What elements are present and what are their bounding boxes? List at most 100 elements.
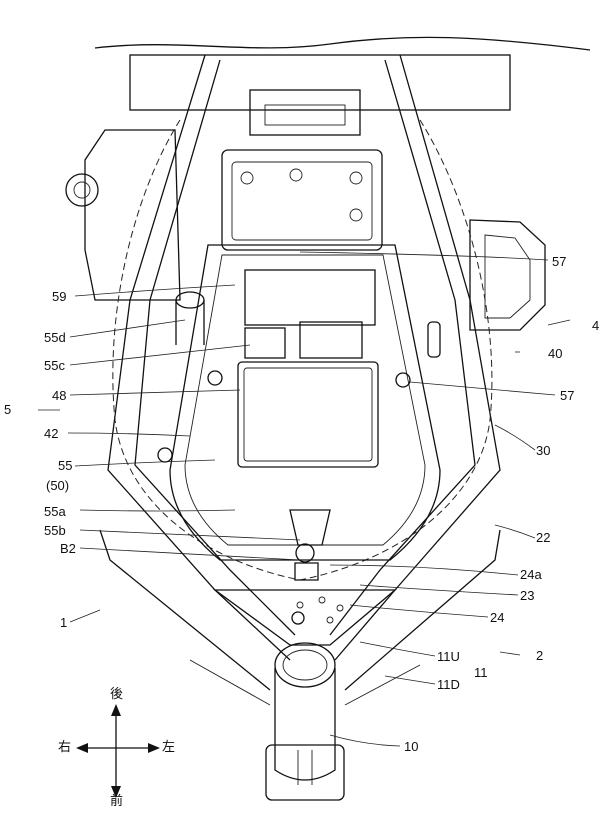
- leader: [69, 389, 241, 396]
- frame-rail-right-inner: [329, 59, 476, 636]
- leader: [409, 381, 556, 396]
- label-11U: 11U: [437, 649, 460, 664]
- leader: [79, 509, 236, 512]
- hole: [336, 604, 344, 612]
- leader: [499, 651, 521, 656]
- head-pipe-top-inner: [282, 649, 328, 681]
- right-engine-cover: [469, 219, 546, 331]
- arrow-left-icon: [76, 743, 88, 753]
- leader: [69, 344, 251, 366]
- lower-frame-left: [99, 529, 271, 691]
- box-48: [237, 361, 379, 468]
- component-55c-a: [244, 327, 286, 359]
- leader: [329, 734, 401, 747]
- break-line: [94, 36, 591, 51]
- left-engine-cover: [84, 129, 181, 301]
- lower-frame-right: [344, 529, 501, 691]
- hole-large: [291, 611, 305, 625]
- compass-right-label: 右: [58, 740, 72, 755]
- label-42: 42: [44, 426, 59, 441]
- left-cover-boss: [65, 173, 99, 207]
- tray-55-inner: [184, 254, 426, 546]
- leader: [69, 609, 101, 623]
- rear-cross-member: [129, 54, 511, 111]
- label-11D: 11D: [437, 677, 460, 692]
- label-55c: 55c: [44, 358, 65, 373]
- leader: [359, 584, 519, 596]
- label-30: 30: [536, 443, 551, 458]
- frame-rail-left-inner: [134, 59, 296, 636]
- label-55d: 55d: [44, 330, 66, 345]
- leader: [79, 547, 301, 561]
- frame-rail-left: [107, 54, 291, 661]
- bolt: [349, 208, 363, 222]
- leader: [74, 284, 236, 297]
- head-pipe-top: [274, 642, 336, 688]
- cylinder-55d-body: [175, 300, 205, 345]
- cylinder-head-inner: [231, 161, 373, 241]
- leader: [359, 641, 436, 657]
- label-11: 11: [474, 665, 488, 680]
- center-bracket: [289, 509, 331, 546]
- lower-frame-11D: [189, 659, 421, 706]
- label-40: 40: [548, 346, 563, 361]
- compass-rear-label: 後: [110, 687, 124, 702]
- head-pipe-bracket: [265, 744, 345, 801]
- leader: [384, 675, 436, 685]
- compass-left-label: 左: [162, 740, 176, 755]
- leader: [349, 604, 489, 618]
- leader: [494, 424, 536, 451]
- right-cover-detail: [484, 234, 531, 319]
- label-50: (50): [46, 478, 70, 493]
- bolt-57: [395, 372, 411, 388]
- leader: [74, 459, 216, 467]
- arrow-down-icon: [111, 786, 121, 798]
- label-5: 5: [4, 402, 12, 417]
- hole: [318, 596, 326, 604]
- label-24: 24: [490, 610, 505, 625]
- label-22: 22: [536, 530, 551, 545]
- label-B2: B2: [60, 541, 76, 556]
- label-57-bottom: 57: [560, 388, 575, 403]
- upper-bracket: [249, 89, 361, 136]
- label-55: 55: [58, 458, 73, 473]
- box-59: [244, 269, 376, 326]
- leader: [547, 319, 571, 326]
- head-pipe-slot: [297, 750, 313, 785]
- leader: [67, 432, 191, 437]
- label-48: 48: [52, 388, 67, 403]
- center-bracket-base: [294, 562, 319, 581]
- left-cover-boss-inner: [73, 181, 91, 199]
- small-tube: [427, 321, 441, 358]
- leader: [69, 319, 186, 338]
- label-4: 4: [592, 318, 600, 333]
- component-55c-b: [299, 321, 363, 359]
- gusset-plate: [213, 589, 397, 646]
- bolt-57: [207, 370, 223, 386]
- bolt: [240, 171, 254, 185]
- upper-bracket-inner: [264, 104, 346, 126]
- label-2: 2: [536, 648, 544, 663]
- bolt: [349, 171, 363, 185]
- label-10: 10: [404, 739, 419, 754]
- bolt: [289, 168, 303, 182]
- head-pipe-body: [274, 668, 336, 781]
- leader: [329, 564, 519, 576]
- arrow-right-icon: [148, 743, 160, 753]
- bolt: [157, 447, 173, 463]
- compass-front-label: 前: [110, 794, 124, 809]
- hole: [326, 616, 334, 624]
- hole: [296, 601, 304, 609]
- center-bolt: [295, 543, 315, 563]
- leader: [299, 251, 549, 261]
- arrow-up-icon: [111, 704, 121, 716]
- label-59: 59: [52, 289, 67, 304]
- box-48-inner: [243, 367, 373, 462]
- tray-55-outer: [169, 244, 441, 561]
- label-1: 1: [60, 615, 68, 630]
- cylinder-head: [221, 149, 383, 251]
- label-57-top: 57: [552, 254, 567, 269]
- label-23: 23: [520, 588, 535, 603]
